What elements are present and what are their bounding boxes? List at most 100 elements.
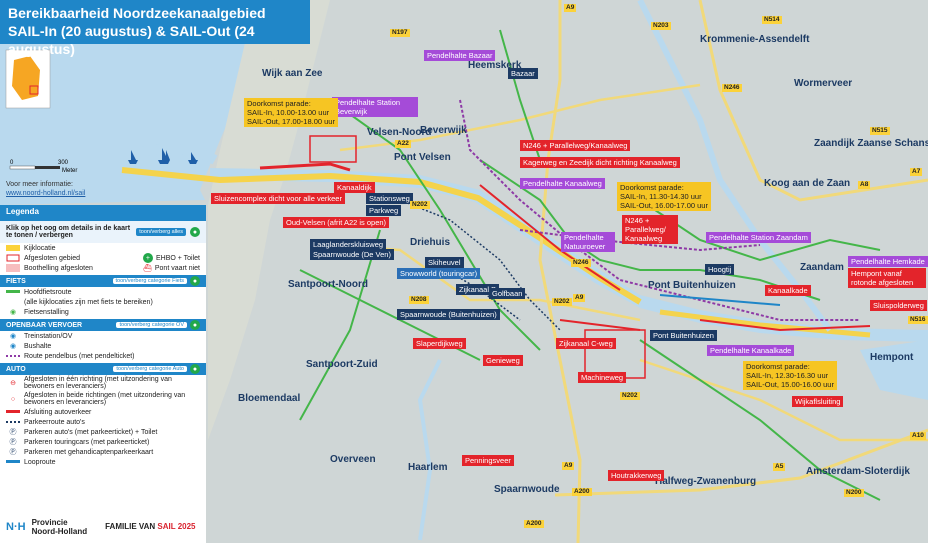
road-a9-mid: A9 [573, 294, 586, 302]
first-aid-icon: + [142, 253, 153, 263]
legend-title: Legenda [0, 205, 206, 221]
road-a200-east: A200 [572, 488, 592, 496]
town-velsen-noord: Velsen-Noord [367, 127, 432, 138]
road-a7: A7 [910, 168, 923, 176]
legend-row: Route pendelbus (met pendelticket) [0, 351, 206, 361]
toggle-fiets-button[interactable]: toon/verberg categorie Fiets [112, 278, 187, 284]
parking-icon: Ⓟ [9, 429, 17, 436]
legend-label: Parkeren met gehandicaptenparkeerkaart [24, 448, 154, 456]
town-zaandam: Zaandam [800, 262, 844, 273]
label-zijkanaal-b: Zijkanaal B [456, 284, 500, 295]
town-driehuis: Driehuis [410, 237, 451, 248]
road-n208: N208 [409, 296, 429, 304]
scale-unit: Meter [62, 168, 77, 174]
label-skiheuvel: Skiheuvel [425, 257, 464, 268]
toggle-ov-button[interactable]: toon/verberg categorie OV [116, 322, 187, 328]
legend-kijklocatie: Kijklocatie [0, 243, 206, 253]
province-line2: Noord-Holland [31, 526, 88, 536]
sail-logo: FAMILIE VAN SAIL 2025 [105, 522, 195, 531]
legend-row: ◉Bushalte [0, 341, 206, 351]
road-a22: A22 [395, 140, 411, 148]
label-zijkanaal-c: Zijkanaal C-weg [556, 338, 616, 349]
legend-label: Afgesloten gebied [24, 254, 81, 262]
label-pendel-hemkade: Pendelhalte Hemkade [848, 256, 928, 267]
road-n202-west: N202 [410, 201, 430, 209]
parade-in: SAIL-In, 10.00-13.00 uur [247, 108, 330, 117]
disabled-parking-icon: Ⓟ [9, 449, 17, 456]
road-a9-south: A9 [562, 462, 575, 470]
label-genieweg: Genieweg [483, 355, 523, 366]
label-bazaar: Bazaar [508, 68, 538, 79]
legend-label: (alle kijklocaties zijn met fiets te ber… [24, 298, 153, 306]
bus-icon: ◉ [9, 343, 17, 350]
label-pendel-kanaalkade: Pendelhalte Kanaalkade [707, 345, 795, 356]
province-line1: Provincie [31, 517, 68, 527]
eye-icon[interactable]: ● [190, 276, 200, 286]
road-n202-south: N202 [620, 392, 640, 400]
legend-label: Looproute [24, 458, 56, 466]
road-n514: N514 [762, 16, 782, 24]
legend-row: Looproute [0, 457, 206, 467]
road-n515-east: N515 [870, 127, 890, 135]
parade-in: SAIL-In, 12.30-16.30 uur [746, 371, 829, 380]
legend-row: ○Afgesloten in beide richtingen (met uit… [0, 391, 206, 407]
parade-title: Doorkomst parade: [620, 183, 684, 192]
legend-row: Afsluiting autoverkeer [0, 407, 206, 417]
road-n246-south: N246 [571, 259, 591, 267]
label-laaglanderskluisweg: Laaglanderskluisweg [310, 239, 387, 250]
label-spaarnwoude-buitenhuizen: Spaarnwoude (Buitenhuizen) [397, 309, 500, 320]
toggle-all-button[interactable]: toon/verberg alles [136, 228, 186, 236]
eye-icon[interactable]: ● [190, 364, 200, 374]
parade-out: SAIL-Out, 15.00-16.00 uur [746, 380, 834, 389]
legend-row: ⊖Afgesloten in één richting (met uitzond… [0, 375, 206, 391]
label-snowworld: Snowworld (touringcar) [397, 268, 481, 279]
town-halfweg: Halfweg-Zwanenburg [655, 476, 757, 487]
label-golfbaan: Golfbaan [489, 288, 526, 299]
ferry-icon: ⛴ [142, 265, 152, 272]
label-parade-buitenhuizen: Doorkomst parade: SAIL-In, 11.30-14.30 u… [617, 182, 711, 211]
town-pont-velsen: Pont Velsen [394, 152, 451, 163]
label-hoogtij: Hoogtij [705, 264, 735, 275]
town-santpoort-zuid: Santpoort-Zuid [306, 359, 378, 370]
town-pont-buitenhuizen: Pont Buitenhuizen [648, 280, 736, 291]
label-pont-buitenhuizen: Pont Buitenhuizen [650, 330, 717, 341]
legend-boothelling: Boothelling afgesloten ⛴Pont vaart niet [0, 263, 206, 273]
legend-intro-row: Klik op het oog om details in de kaart t… [0, 221, 206, 243]
road-a5: A5 [773, 463, 786, 471]
town-wijk-aan-zee: Wijk aan Zee [262, 68, 323, 79]
bike-parking-icon: ◉ [9, 309, 17, 316]
province-logo-icon: N·H [6, 520, 26, 533]
label-pendel-bazaar: Pendelhalte Bazaar [424, 50, 496, 61]
label-slaperdijkweg: Slaperdijkweg [413, 338, 466, 349]
label-spaarnwoude-ven: Spaarnwoude (De Ven) [310, 249, 394, 260]
label-machineweg: Machineweg [578, 372, 627, 383]
label-parade-velsen: Doorkomst parade: SAIL-In, 10.00-13.00 u… [244, 98, 338, 127]
legend-label: Afgesloten in beide richtingen (met uitz… [24, 392, 186, 406]
legend-afgesloten: Afgesloten gebied +EHBO + Toilet [0, 253, 206, 263]
parade-title: Doorkomst parade: [746, 362, 810, 371]
info-link[interactable]: www.noord-holland.nl/sail [6, 190, 86, 197]
town-koog: Koog aan de Zaan [764, 178, 851, 189]
label-pendel-natuuroever: Pendelhalte Natuuroever [561, 232, 615, 252]
label-pendel-kanaalweg: Pendelhalte Kanaalweg [520, 178, 605, 189]
label-hempont-afgesloten: Hempont vanaf rotonde afgesloten [848, 268, 926, 288]
label-sluizencomplex: Sluizencomplex dicht voor alle verkeer [211, 193, 345, 204]
eye-icon[interactable]: ● [190, 227, 200, 237]
label-sluispolderweg: Sluispolderweg [870, 300, 927, 311]
town-spaarnwoude: Spaarnwoude [494, 484, 560, 495]
scale-300: 300 [58, 160, 69, 166]
toggle-auto-button[interactable]: toon/verberg categorie Auto [113, 366, 187, 372]
town-beverwijk: Beverwijk [420, 125, 467, 136]
road-a9-north: A9 [564, 4, 577, 12]
eye-icon[interactable]: ● [190, 320, 200, 330]
label-n246-zuid: N246 + Parallelweg/ Kanaalweg [622, 215, 678, 244]
road-a8: A8 [858, 181, 871, 189]
town-sloterdijk: Amsterdam-Sloterdijk [806, 466, 910, 477]
legend-label: Afsluiting autoverkeer [24, 408, 92, 416]
legend-intro: Klik op het oog om details in de kaart t… [6, 225, 131, 239]
legend-label: Afgesloten in één richting (met uitzonde… [24, 376, 172, 390]
coach-parking-icon: Ⓟ [9, 439, 17, 446]
